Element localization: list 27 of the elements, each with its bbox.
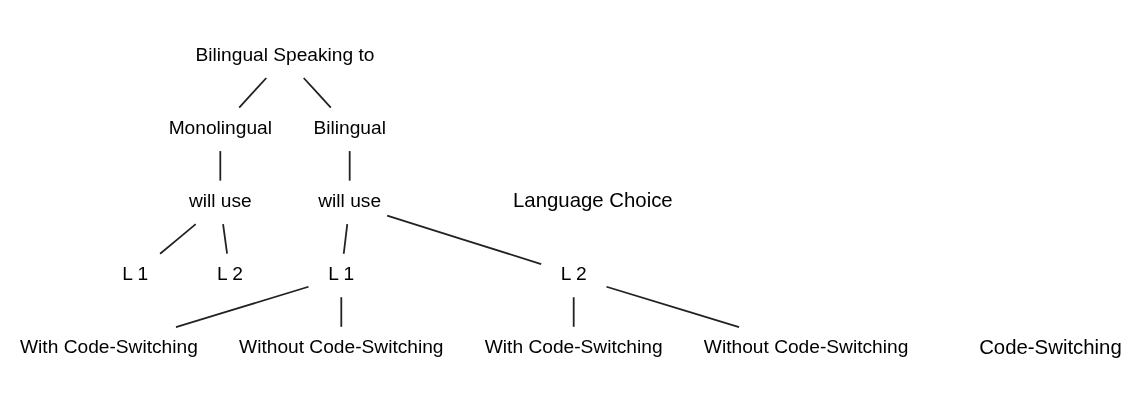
connector <box>159 223 197 255</box>
node-text: Bilingual <box>313 116 386 138</box>
label: Code-Switching <box>979 335 1122 358</box>
connector <box>605 285 740 328</box>
node-text: Bilingual Speaking to <box>195 43 375 65</box>
connector <box>386 214 543 265</box>
connector <box>175 285 310 328</box>
node-text: L 1 <box>122 263 149 285</box>
connector <box>302 77 332 109</box>
label: Language Choice <box>513 189 673 212</box>
connector <box>572 296 575 328</box>
node-text: Monolingual <box>168 116 272 138</box>
node-text: L 1 <box>328 263 355 285</box>
connector <box>238 77 268 109</box>
connector <box>340 296 343 328</box>
node-text: L 2 <box>216 263 243 285</box>
connector <box>219 150 222 182</box>
node-text: will use <box>188 190 252 212</box>
node-text: Without Code-Switching <box>239 336 444 358</box>
connector <box>222 223 228 255</box>
node-text: L 2 <box>560 263 587 285</box>
node-text: will use <box>318 190 382 212</box>
node-text: Without Code-Switching <box>703 336 909 358</box>
connector <box>348 150 351 182</box>
node-text: With Code-Switching <box>20 336 198 358</box>
node-text: With Code-Switching <box>484 336 663 358</box>
connector <box>342 223 349 255</box>
